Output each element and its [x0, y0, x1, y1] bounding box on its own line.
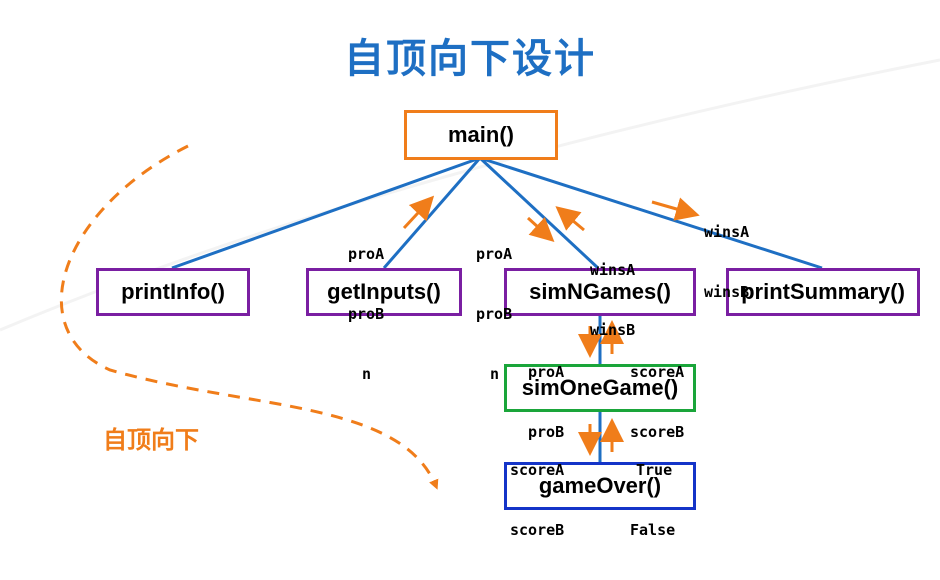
- link-main-simngames: [478, 156, 600, 270]
- label-simonegame-in: proA proB: [528, 322, 564, 482]
- param-text: proB: [528, 423, 565, 441]
- page-title: 自顶向下设计: [344, 36, 596, 82]
- param-text: winsA: [704, 223, 750, 241]
- arrow-icon: [651, 197, 700, 221]
- label-getinputs-out: proA proB n: [348, 204, 384, 424]
- label-gameover-out: True False: [630, 420, 675, 580]
- label-simngames-in: proA proB n: [476, 204, 512, 424]
- param-text: proA: [476, 245, 513, 263]
- node-printsummary: printSummary(): [726, 268, 920, 316]
- link-main-printsummary: [479, 156, 823, 270]
- label-printsummary-in: winsA winsB: [704, 182, 749, 342]
- param-text: proA: [528, 363, 565, 381]
- param-text: scoreA: [510, 461, 565, 479]
- param-text: True: [636, 461, 673, 479]
- param-text: n: [362, 365, 372, 383]
- node-getinputs: getInputs(): [306, 268, 462, 316]
- param-text: winsB: [590, 321, 636, 339]
- param-text: False: [630, 521, 676, 539]
- label-simonegame-out: scoreA scoreB: [630, 322, 684, 482]
- param-text: scoreA: [630, 363, 685, 381]
- label-simngames-out: winsA winsB: [590, 220, 635, 380]
- param-text: scoreB: [630, 423, 685, 441]
- connector-layer: [59, 144, 823, 490]
- param-text: n: [490, 365, 500, 383]
- arrow-icon: [402, 195, 435, 230]
- label-gameover-in: scoreA scoreB: [510, 420, 564, 580]
- node-printinfo: printInfo(): [96, 268, 250, 316]
- param-text: proB: [348, 305, 385, 323]
- param-text: winsA: [590, 261, 636, 279]
- arrow-icon: [555, 206, 585, 232]
- param-text: scoreB: [510, 521, 565, 539]
- link-main-printinfo: [171, 156, 481, 270]
- param-text: winsB: [704, 283, 750, 301]
- node-main: main(): [404, 110, 558, 160]
- arrow-icon: [526, 216, 555, 243]
- node-simngames: simNGames(): [504, 268, 696, 316]
- side-label: 自顶向下: [103, 426, 199, 454]
- param-text: proB: [476, 305, 513, 323]
- node-gameover: gameOver(): [504, 462, 696, 510]
- dashed-curve-arrow-icon: [59, 144, 439, 490]
- param-text: proA: [348, 245, 385, 263]
- diagram-canvas: 自顶向下设计 main() printInfo() ge: [0, 36, 940, 539]
- node-simonegame: simOneGame(): [504, 364, 696, 412]
